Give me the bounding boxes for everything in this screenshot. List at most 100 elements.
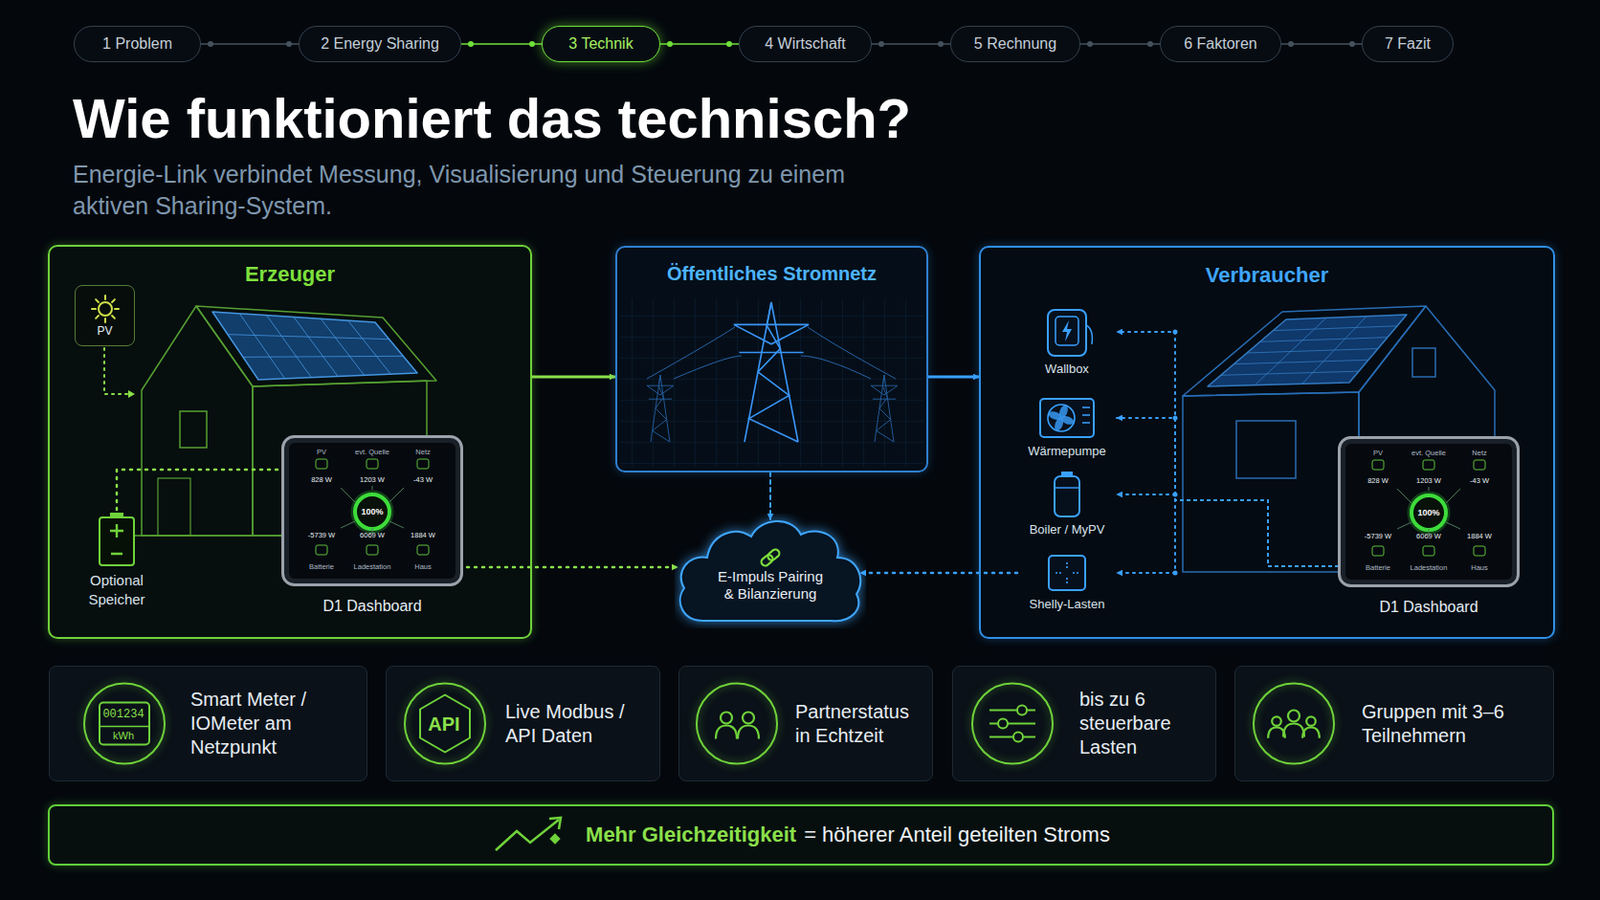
screen-icon <box>366 545 378 556</box>
boiler-band <box>1054 487 1080 489</box>
card-node: Gruppen mit 3–6 Teilnehmern <box>1234 666 1555 782</box>
icon-node: Wärmepumpe <box>1017 396 1117 466</box>
autarky-ring <box>1411 495 1446 531</box>
step-label: 7 Fazit <box>1384 35 1431 53</box>
lightning <box>1062 320 1072 342</box>
heatpump-body <box>1040 399 1094 438</box>
cloud-label: E-Impuls Pairing & Bilanzierung <box>716 568 824 603</box>
person-head <box>720 712 733 725</box>
fan-ring <box>1047 404 1075 432</box>
link-loop <box>766 548 781 562</box>
connector-dot <box>666 41 673 47</box>
connector-dot <box>1349 41 1356 47</box>
autarky-ring-glow <box>355 494 390 530</box>
feature-text: Partnerstatus in Echtzeit <box>795 700 925 749</box>
pv-node: PV <box>74 285 135 347</box>
screen-icon <box>417 545 429 556</box>
connector-group <box>1080 41 1160 47</box>
trend-head <box>549 818 561 830</box>
step-label: 2 Energy Sharing <box>320 35 440 53</box>
dashboard-label: D1 Dashboard <box>1378 599 1478 617</box>
icon-node: Shelly-Lasten <box>1017 553 1117 619</box>
wallbox-cable <box>1086 325 1092 345</box>
trend-dot <box>549 833 560 845</box>
tablet-frame <box>1339 438 1519 587</box>
trend-line <box>495 820 559 851</box>
pill-node: 6 Faktoren <box>1159 25 1282 63</box>
feature-text: Smart Meter / IOMeter am Netzpunkt <box>190 688 359 760</box>
battery-body <box>99 517 134 566</box>
screen-icon <box>315 459 328 469</box>
person-head <box>742 712 755 725</box>
sun-ray <box>104 295 107 300</box>
card-node: bis zu 6 steuerbare Lasten <box>952 666 1217 782</box>
tablet-screen <box>288 443 456 579</box>
connector-dot <box>529 41 535 47</box>
tablet-frame <box>283 437 463 586</box>
icon-ring <box>84 684 165 765</box>
slider-knob <box>1017 706 1027 716</box>
screen-icon <box>1372 546 1384 556</box>
connector-dot <box>1147 41 1154 47</box>
connector <box>928 376 979 379</box>
banner-text: Mehr Gleichzeitigkeit <box>585 822 797 848</box>
sun-ray <box>95 315 99 319</box>
icon-node: Optional Speicher <box>68 510 165 625</box>
device-label: Optional Speicher <box>68 571 165 609</box>
feature-text: Live Modbus / API Daten <box>505 700 652 749</box>
page-title: Wie funktioniert das technisch? <box>72 86 912 151</box>
person-head <box>1306 716 1316 727</box>
card-node: Live Modbus / API Daten <box>385 666 661 782</box>
partner-icon <box>679 666 933 781</box>
connector-group <box>532 377 616 378</box>
screen-icon <box>1473 460 1486 470</box>
panel-node: ErzeugerPV Optional Speicher D1 Dashboard <box>47 244 533 640</box>
step-label: 4 Wirtschaft <box>764 35 845 53</box>
screen-icon <box>1473 546 1486 556</box>
feature-text: bis zu 6 steuerbare Lasten <box>1079 688 1208 760</box>
screen-icon <box>315 545 328 556</box>
card-text-box: Live Modbus / API Daten <box>505 666 652 781</box>
sun-ray <box>114 308 119 311</box>
device-label: Wallbox <box>1044 361 1089 377</box>
connector <box>532 376 616 379</box>
heatpump-icon <box>1017 396 1117 441</box>
connector-dot <box>726 41 733 47</box>
panel-node: Öffentliches Stromnetz <box>615 245 929 473</box>
connector-dot <box>207 41 214 47</box>
pill-node: 7 Fazit <box>1361 25 1454 63</box>
screen-icon <box>1372 460 1384 470</box>
connector <box>200 43 299 45</box>
connector-group <box>770 472 772 520</box>
connector-dot <box>1288 41 1294 47</box>
connector <box>769 472 772 520</box>
person-body <box>1283 724 1305 738</box>
card-node: Smart Meter / IOMeter am Netzpunkt <box>48 666 368 782</box>
shelly-marks <box>1055 562 1079 584</box>
pill-node: 1 Problem <box>73 25 201 63</box>
feature-text: Gruppen mit 3–6 Teilnehmern <box>1361 700 1546 749</box>
sun-ray <box>91 308 96 311</box>
step-label: 3 Technik <box>568 35 633 53</box>
boiler-body <box>1054 476 1080 517</box>
dashboard-label: D1 Dashboard <box>322 598 422 616</box>
connector-group <box>928 377 979 378</box>
boiler-cap <box>1061 471 1073 477</box>
cloud-node: E-Impuls Pairing & Bilanzierung <box>674 513 867 629</box>
tablet <box>281 435 464 587</box>
flow-lines <box>1397 487 1461 535</box>
card-text-box: bis zu 6 steuerbare Lasten <box>1079 666 1208 781</box>
panel-heading: Verbraucher <box>980 263 1554 289</box>
icon-node: Wallbox <box>1017 306 1117 381</box>
sun-core <box>98 302 112 316</box>
wallbox-icon <box>1017 306 1117 358</box>
device-label: Shelly-Lasten <box>1029 597 1106 612</box>
boiler-icon <box>1017 470 1117 519</box>
wallbox-body <box>1047 310 1087 356</box>
person-head <box>1271 716 1282 727</box>
pill-node: 5 Rechnung <box>950 25 1081 63</box>
step-label: 1 Problem <box>102 35 173 53</box>
shelly-icon <box>1017 553 1117 594</box>
person-body <box>737 726 759 740</box>
panel-heading: Erzeuger <box>49 262 531 288</box>
